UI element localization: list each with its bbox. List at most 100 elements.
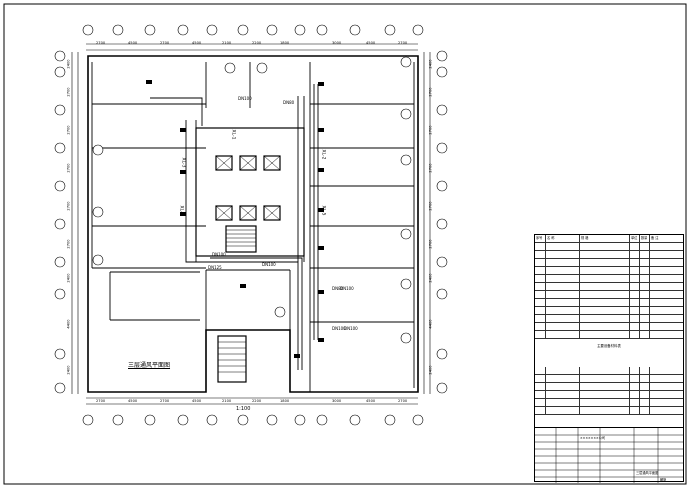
- right-dim-7: 2400: [428, 273, 433, 283]
- top-dim-8: 3000: [332, 41, 342, 45]
- table-row: [535, 315, 683, 323]
- right-dim-6: 2700: [428, 239, 433, 249]
- duct-label-8: DN100: [332, 326, 346, 331]
- diffusers: [146, 80, 324, 358]
- right-dim-2: 2700: [428, 87, 433, 97]
- legend-title: 主要设备材料表: [597, 344, 621, 348]
- axis-bubbles-top: [82, 24, 424, 36]
- right-dim-4: 2700: [428, 163, 433, 173]
- table-row: [535, 259, 683, 267]
- duct-label-5: DN80: [283, 100, 295, 105]
- table-row: [535, 407, 683, 415]
- bottom-dim-8: 3000: [332, 399, 342, 403]
- top-dim-9: 4500: [366, 41, 376, 45]
- left-dim-9: 2400: [66, 365, 71, 375]
- left-dim-5: 2700: [66, 201, 71, 211]
- left-dim-4: 2700: [66, 163, 71, 173]
- table-row: [535, 291, 683, 299]
- plan-scale: 1:100: [236, 406, 251, 412]
- left-dim-6: 2700: [66, 239, 71, 249]
- duct-label-2: DN100: [262, 262, 276, 267]
- bottom-dim-4: 4500: [192, 399, 202, 403]
- left-dim-3: 2700: [66, 125, 71, 135]
- ducts: [150, 84, 319, 370]
- table-header-row: 序号 名 称 规 格 单位 数量 备 注: [535, 235, 683, 243]
- top-dim-6: 2200: [252, 41, 262, 45]
- top-dim-5: 2100: [222, 41, 232, 45]
- axis-bubbles-right: [436, 50, 448, 394]
- top-dim-10: 2700: [398, 41, 408, 45]
- riser-label-3: XL-3: [180, 157, 186, 168]
- riser-label-5: XL-5: [320, 205, 326, 216]
- riser-label-1: XL-1: [230, 129, 236, 140]
- col-no: 序号: [536, 236, 543, 240]
- top-dim-1: 2700: [96, 41, 106, 45]
- project-name: ×××××××公司: [580, 436, 606, 440]
- interior-walls: [91, 62, 415, 392]
- title-block-grid: [534, 428, 684, 483]
- col-spec: 规 格: [579, 235, 629, 242]
- top-dim-7: 1800: [280, 41, 290, 45]
- top-dim-2: 4500: [128, 41, 138, 45]
- duct-label-9: DN100: [344, 326, 358, 331]
- left-dim-7: 2400: [66, 273, 71, 283]
- col-unit: 单位: [629, 235, 638, 242]
- bottom-dim-3: 2700: [160, 399, 170, 403]
- duct-label-3: DN125: [208, 265, 222, 270]
- exterior-walls: [87, 55, 419, 393]
- table-row: [535, 383, 683, 391]
- col-note: 备 注: [649, 235, 683, 242]
- title-block: ×××××××公司 三层通风平面图 暖施: [534, 427, 684, 483]
- duct-label-1: DN100: [212, 252, 226, 257]
- sheet-border: [3, 3, 687, 485]
- col-name: 名 称: [545, 235, 579, 242]
- table-row: [535, 243, 683, 251]
- bottom-dim-6: 2200: [252, 399, 262, 403]
- drawing-name: 三层通风平面图: [636, 471, 659, 475]
- table-row: [535, 399, 683, 407]
- left-dim-2: 2700: [66, 87, 71, 97]
- table-row: [535, 375, 683, 383]
- stair-treads: [215, 155, 281, 373]
- riser-label-2: XL-2: [320, 149, 326, 160]
- top-dim-4: 4500: [192, 41, 202, 45]
- bottom-dim-7: 1800: [280, 399, 290, 403]
- axis-bubbles-bottom: [82, 414, 424, 426]
- bottom-dim-2: 4500: [128, 399, 138, 403]
- table-row: [535, 299, 683, 307]
- table-row: [535, 331, 683, 339]
- left-dim-8: 4400: [66, 319, 71, 329]
- right-dim-1: 2400: [428, 59, 433, 69]
- table-row: [535, 251, 683, 259]
- left-dim-1: 2400: [66, 59, 71, 69]
- right-dim-3: 2700: [428, 125, 433, 135]
- equipment-table: 序号 名 称 规 格 单位 数量 备 注 主要设备材料表: [534, 234, 684, 482]
- top-dim-3: 2700: [160, 41, 170, 45]
- dimension-lines: [71, 43, 431, 405]
- table-row: [535, 307, 683, 315]
- table-row: [535, 367, 683, 375]
- table-row: [535, 283, 683, 291]
- riser-label-4: XL-4: [178, 205, 184, 216]
- col-qty: 数量: [639, 235, 648, 242]
- bottom-dim-5: 2100: [222, 399, 232, 403]
- duct-label-6: DN80: [332, 286, 344, 291]
- bottom-dim-1: 2700: [96, 399, 106, 403]
- plan-caption: 三层通风平面图: [128, 362, 171, 369]
- right-dim-8: 4400: [428, 319, 433, 329]
- bottom-dim-9: 4500: [366, 399, 376, 403]
- duct-label-4: DN100: [238, 96, 252, 101]
- table-row: [535, 267, 683, 275]
- table-row: [535, 391, 683, 399]
- axis-bubbles-left: [54, 50, 66, 394]
- room-markers: [92, 56, 412, 344]
- sheet-type: 暖施: [660, 478, 667, 482]
- duct-label-7: DN100: [340, 286, 354, 291]
- table-row: [535, 323, 683, 331]
- table-row: [535, 275, 683, 283]
- right-dim-9: 2400: [428, 365, 433, 375]
- bottom-dim-10: 2700: [398, 399, 408, 403]
- right-dim-5: 2700: [428, 201, 433, 211]
